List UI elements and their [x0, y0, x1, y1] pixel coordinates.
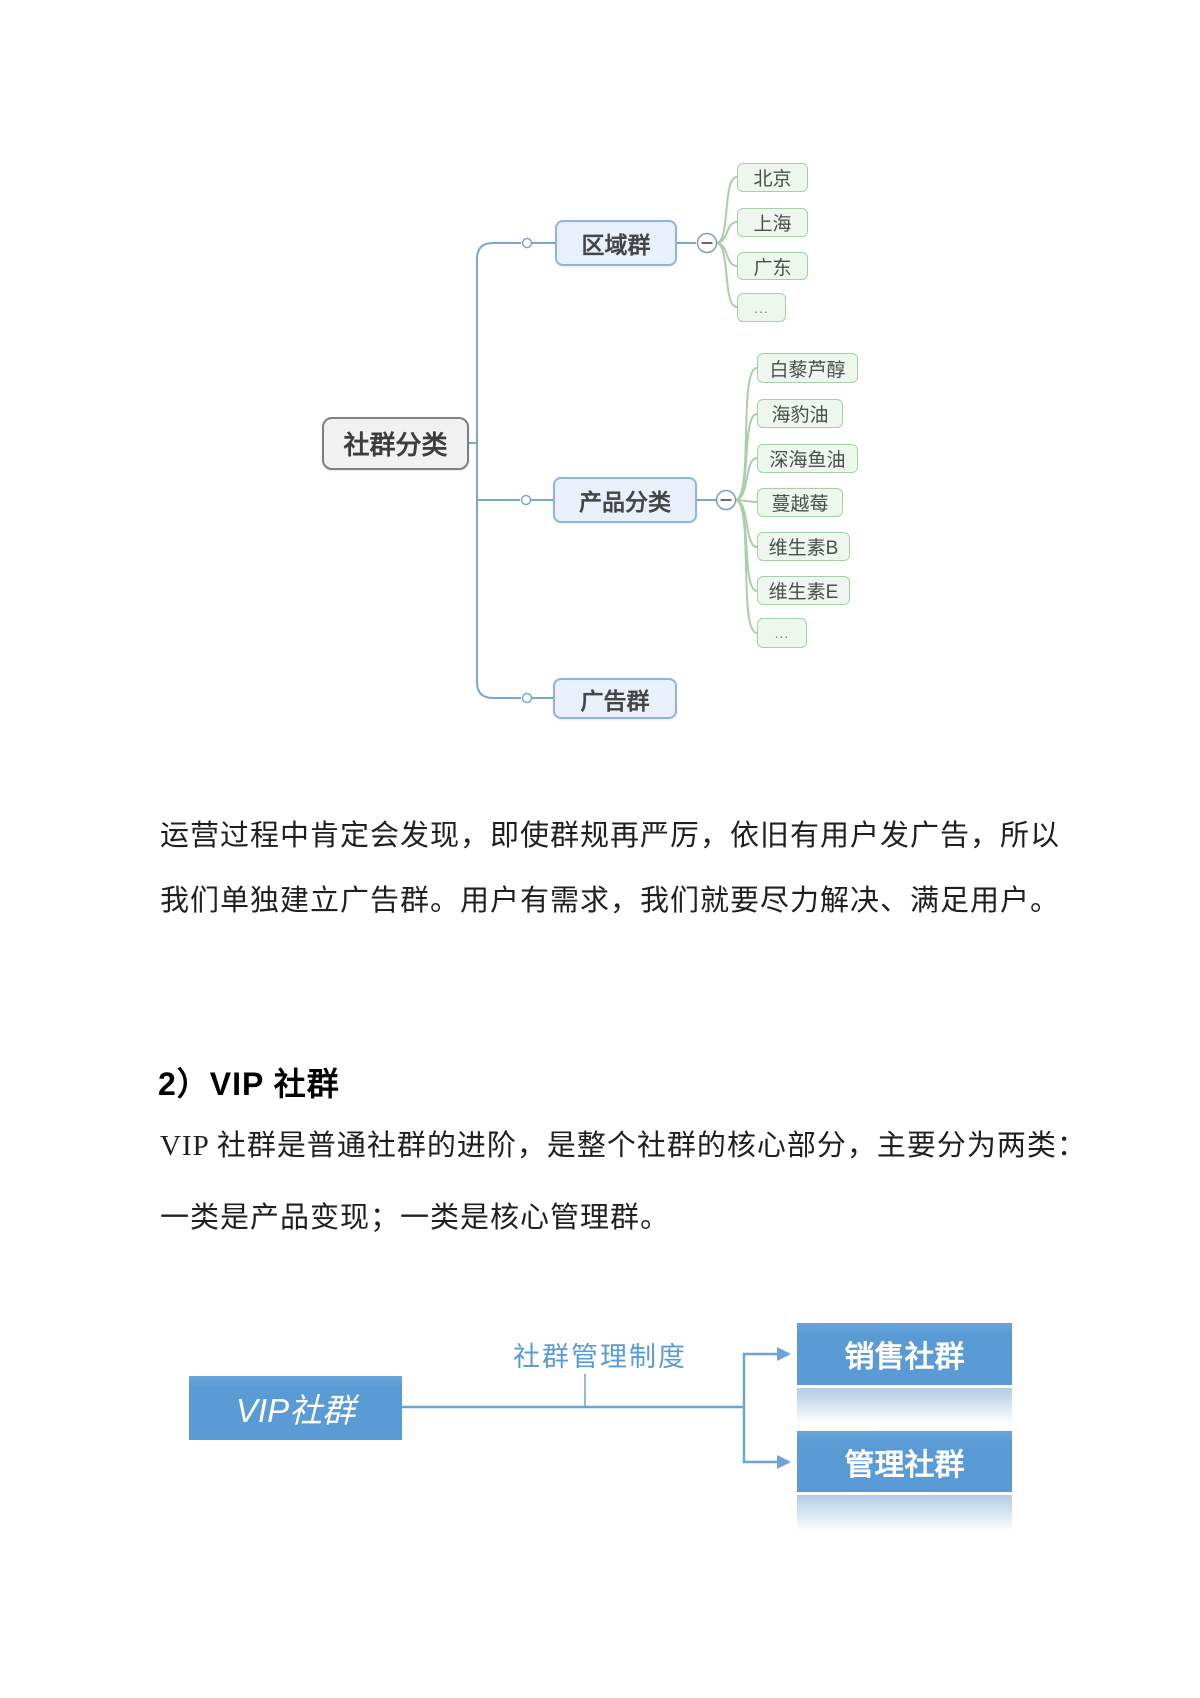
mindmap-leaf-beijing: 北京 — [737, 163, 808, 192]
paragraph-line: 运营过程中肯定会发现，即使群规再严厉，依旧有用户发广告，所以 — [160, 820, 1061, 852]
mindmap-leaf-vitamin-e: 维生素E — [757, 576, 850, 605]
mindmap-leaf-seal-oil: 海豹油 — [757, 399, 843, 428]
mindmap-branch-lines — [469, 242, 716, 699]
flow-node-sales: 销售社群 — [797, 1323, 1012, 1385]
arrow-icon — [777, 1347, 791, 1469]
mindmap-root-node: 社群分类 — [322, 417, 469, 470]
mindmap-leaf-guangdong: 广东 — [737, 252, 808, 280]
mindmap-leaf-product-more: ... — [757, 618, 807, 648]
mindmap-leaf-cranberry: 蔓越莓 — [757, 488, 843, 517]
flow-edge-label: 社群管理制度 — [513, 1342, 687, 1372]
mindmap-leaf-fish-oil: 深海鱼油 — [757, 444, 858, 473]
mindmap-branch-product: 产品分类 — [553, 477, 697, 523]
mindmap-leaf-vitamin-b: 维生素B — [757, 532, 850, 561]
mindmap-leaf-shanghai: 上海 — [737, 208, 808, 237]
mindmap-leaf-region-more: ... — [737, 293, 786, 322]
mindmap-branch-region: 区域群 — [555, 220, 677, 266]
collapse-icon — [696, 232, 718, 254]
flow-node-vip: VIP社群 — [189, 1376, 402, 1440]
section-heading: 2）VIP 社群 — [158, 1066, 340, 1102]
flow-node-management: 管理社群 — [797, 1431, 1012, 1492]
collapse-icon — [715, 489, 737, 511]
paragraph-line: 一类是产品变现；一类是核心管理群。 — [160, 1202, 671, 1234]
mindmap-branch-ads: 广告群 — [553, 678, 677, 719]
reflection — [797, 1388, 1012, 1424]
paragraph-line: 我们单独建立广告群。用户有需求，我们就要尽力解决、满足用户。 — [160, 885, 1061, 917]
paragraph-line: VIP 社群是普通社群的进阶，是整个社群的核心部分，主要分为两类： — [160, 1130, 1087, 1162]
mindmap-leaf-lines — [715, 176, 758, 634]
mindmap-leaf-resveratrol: 白藜芦醇 — [757, 353, 858, 383]
reflection — [797, 1495, 1012, 1531]
branch-dot-icon — [520, 237, 533, 704]
